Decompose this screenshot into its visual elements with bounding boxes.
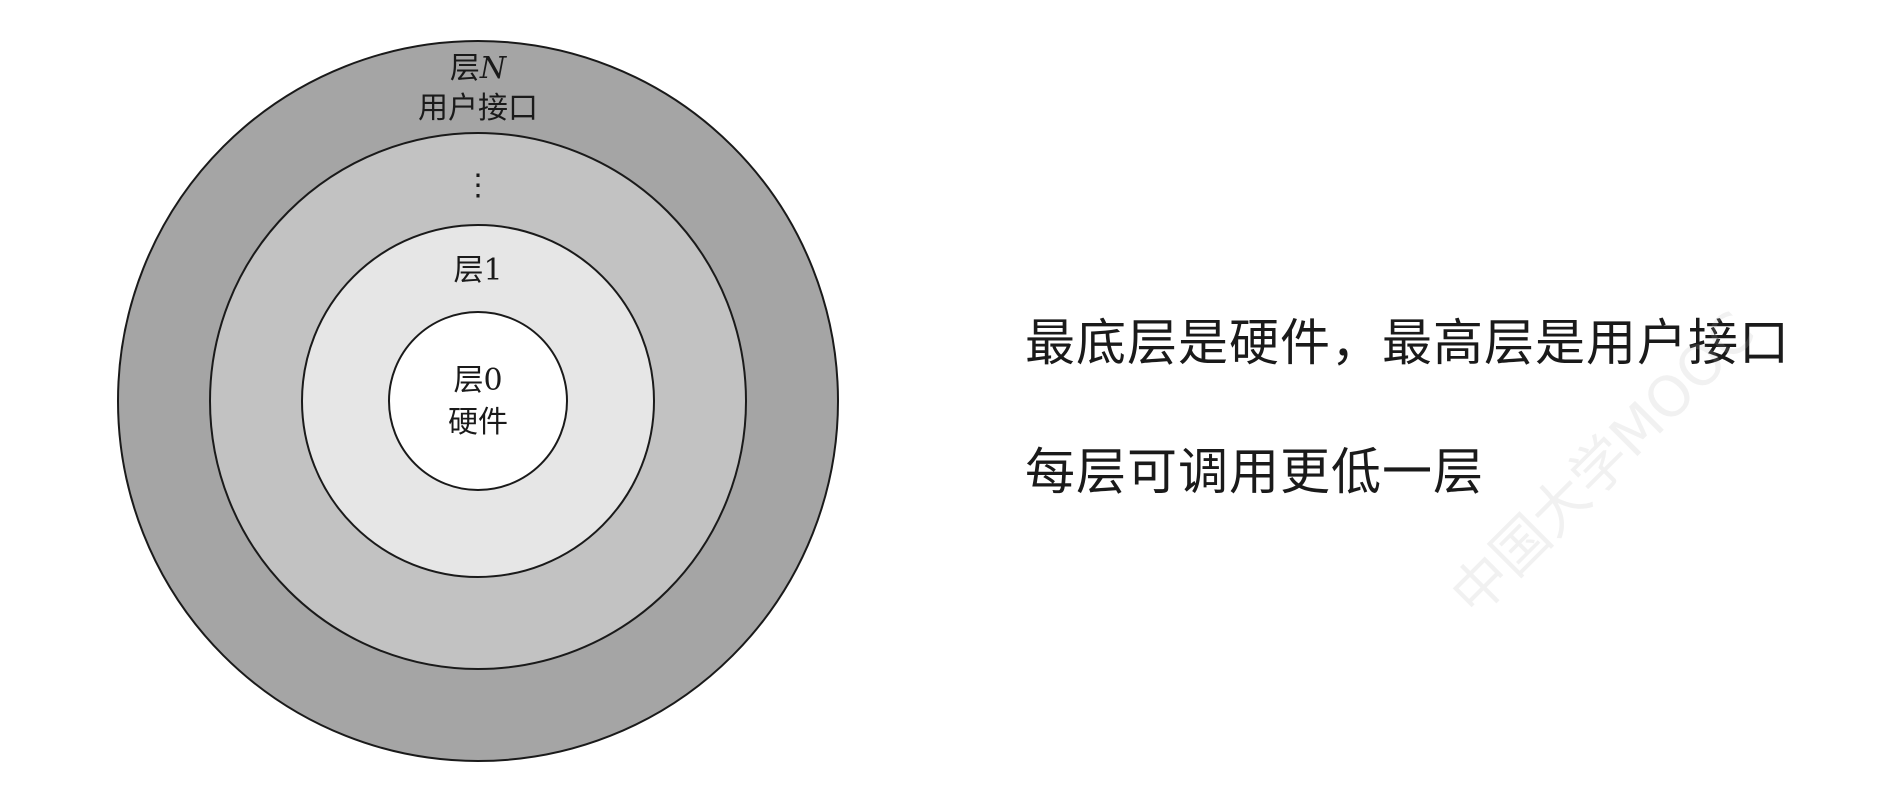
ring-layer-0: [388, 311, 568, 491]
caption-call-rule: 每层可调用更低一层: [1025, 443, 1484, 501]
layered-os-diagram: 层N 用户接口 ⋮ 层1 层0 硬件: [117, 40, 839, 762]
ellipsis-label: ⋮: [463, 168, 493, 203]
layer-n-sublabel: 用户接口: [418, 91, 538, 126]
layer-0-label: 层0: [453, 363, 502, 398]
layer-1-label: 层1: [453, 253, 502, 288]
layer-n-label: 层N: [450, 51, 508, 86]
layer-0-sublabel: 硬件: [448, 405, 508, 440]
caption-hierarchy: 最底层是硬件，最高层是用户接口: [1025, 314, 1790, 372]
